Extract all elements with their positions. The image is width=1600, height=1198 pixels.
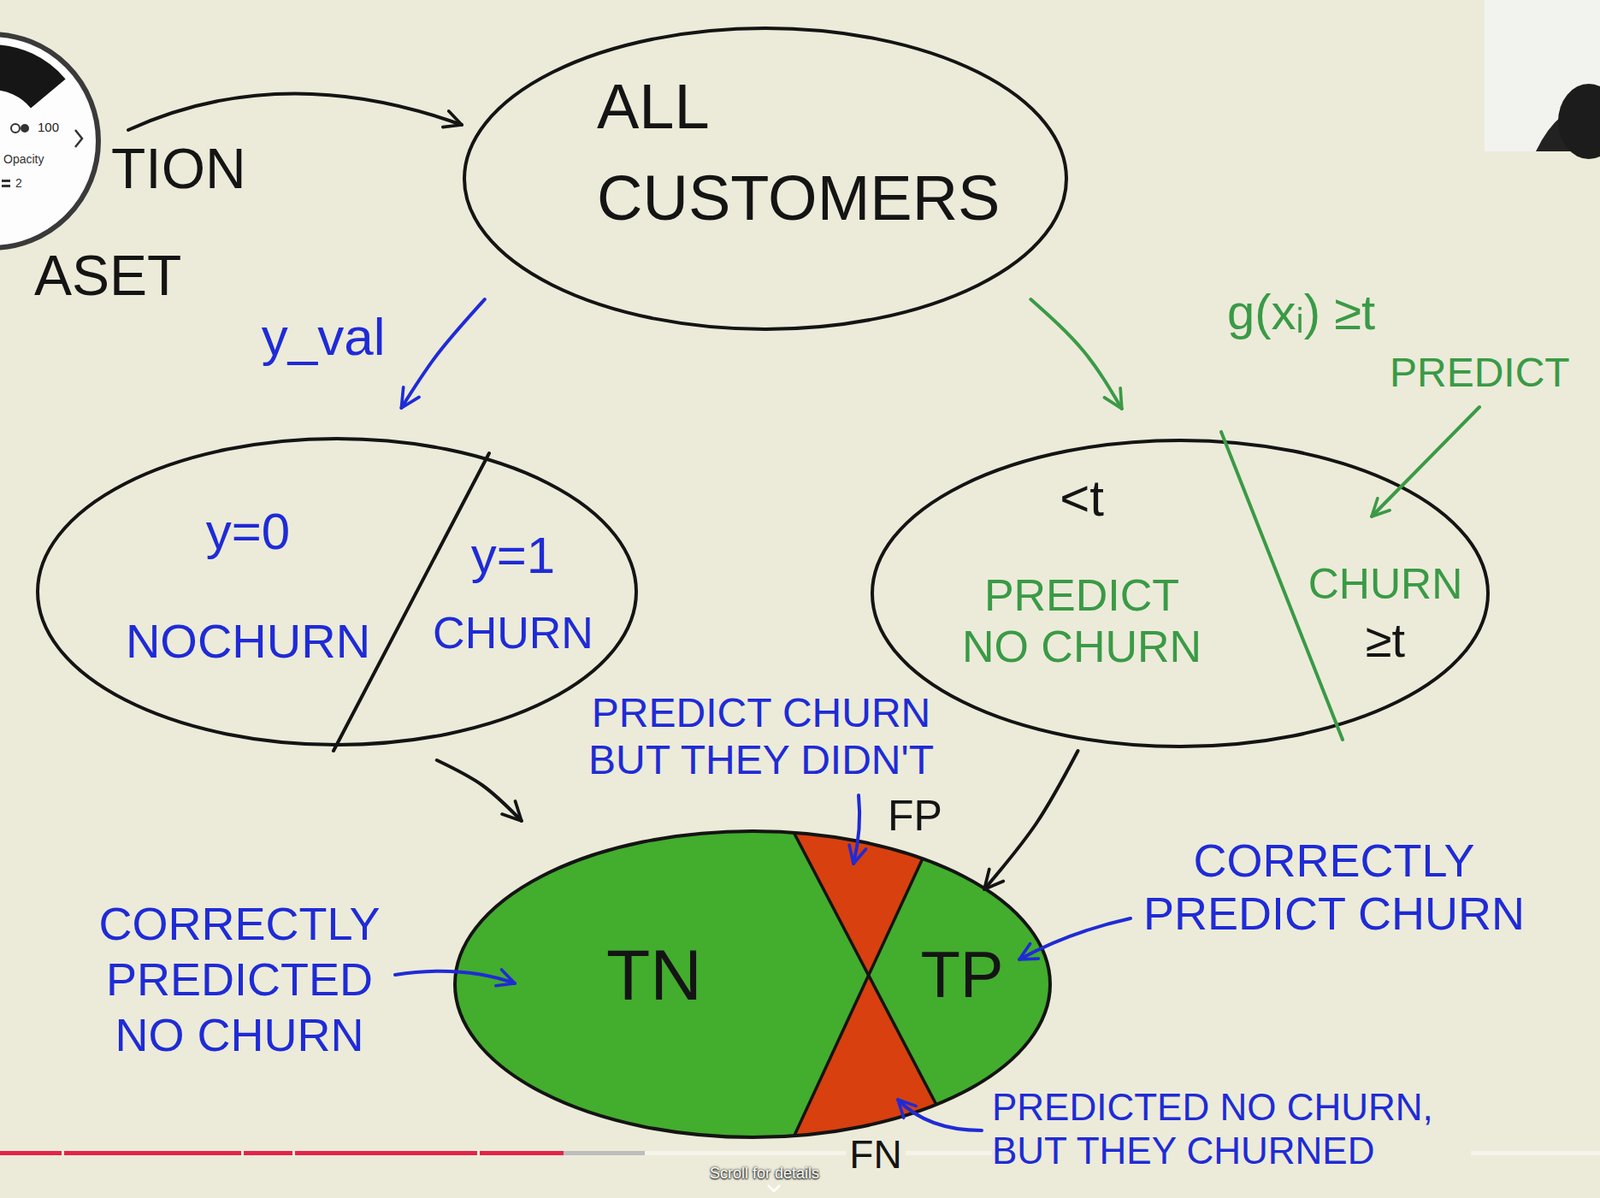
dataset-label: TION xyxy=(111,136,247,202)
leader-arrow xyxy=(1371,407,1480,517)
progress-played xyxy=(479,1151,564,1156)
actual-ellipse xyxy=(37,438,637,745)
dial-icon xyxy=(11,123,20,133)
dial-wedge xyxy=(0,44,66,108)
webcam-head xyxy=(1558,83,1600,160)
true-negative-region: TN xyxy=(513,820,796,1129)
dataset-label: ASET xyxy=(34,243,182,309)
predicted-ellipse xyxy=(872,440,1488,747)
progress-played xyxy=(0,1151,62,1156)
false-positive-region xyxy=(766,779,944,975)
dial-chevron xyxy=(75,129,83,148)
node-text: y=1 xyxy=(471,525,555,585)
predicted-class-region: CHURN≥t xyxy=(1299,560,1471,680)
scroll-chevron xyxy=(767,1185,780,1192)
node-text: FN xyxy=(845,1132,905,1178)
dial-icon xyxy=(20,123,30,133)
population-node: ALL CUSTOMERS xyxy=(478,51,1061,300)
node-text: <t xyxy=(1059,468,1105,528)
dial-icon xyxy=(1,184,11,188)
node-text: NOCHURN xyxy=(125,614,371,669)
node-text: TN xyxy=(606,933,703,1017)
leader-arrow xyxy=(1019,918,1131,960)
dial-body xyxy=(0,34,99,248)
actual-divider xyxy=(333,453,490,751)
node-text: CHURN xyxy=(432,608,594,660)
predicted-class-region: <tPREDICT NO CHURN xyxy=(889,408,1275,751)
false-negative-region: FN xyxy=(842,1130,910,1179)
node-text: ≥t xyxy=(1365,613,1406,668)
actual-class-region: y=1CHURN xyxy=(419,513,608,668)
callout-note: CORRECTLY PREDICTED NO CHURN xyxy=(85,896,394,1063)
confusion-ellipse-fill xyxy=(454,831,1051,1138)
progress-buffer xyxy=(563,1151,645,1156)
progress-played xyxy=(64,1151,242,1156)
opacity-dial xyxy=(0,34,99,248)
flow-arrow xyxy=(401,299,485,408)
actual-class-region: y=0NOCHURN xyxy=(51,407,445,761)
edge-label: g(xᵢ) ≥t xyxy=(1227,283,1376,342)
leader-arrow xyxy=(128,93,462,130)
callout-note: PREDICTED NO CHURN, BUT THEY CHURNED xyxy=(991,1086,1471,1173)
dial-caption: Opacity xyxy=(3,152,44,166)
dial-value: 2 xyxy=(15,176,23,190)
flow-arrow xyxy=(984,750,1079,890)
leader-arrow xyxy=(853,795,860,864)
progress-played xyxy=(243,1151,293,1156)
node-text: y=0 xyxy=(206,501,290,561)
player-hint: Scroll for details xyxy=(709,1164,820,1183)
flow-arrow xyxy=(1030,299,1122,409)
node-text: ALL CUSTOMERS xyxy=(596,60,1042,245)
node-text: CHURN xyxy=(1308,560,1464,610)
callout-note: CORRECTLY PREDICT CHURN xyxy=(1120,833,1548,940)
dial-icon xyxy=(1,179,11,183)
progress-played xyxy=(295,1151,478,1156)
callout-note: PREDICT CHURN BUT THEY DIDN'T xyxy=(564,689,958,784)
dial-value: 100 xyxy=(37,119,60,135)
webcam-thumbnail xyxy=(1484,0,1600,160)
hourglass-line xyxy=(771,814,944,1186)
node-text: FP xyxy=(887,791,943,842)
false-positive-region: FP xyxy=(880,791,950,843)
leader-arrow xyxy=(897,1099,982,1131)
true-positive-region: TP xyxy=(906,889,1018,1061)
population-ellipse xyxy=(464,28,1067,330)
flow-arrow xyxy=(436,760,522,821)
leader-arrow xyxy=(395,971,515,984)
node-text: TP xyxy=(920,937,1004,1012)
confusion-ellipse xyxy=(454,831,1051,1138)
edge-label: y_val xyxy=(261,306,386,367)
prediction-note: PREDICT xyxy=(1389,348,1571,396)
node-text: PREDICT NO CHURN xyxy=(953,570,1211,674)
